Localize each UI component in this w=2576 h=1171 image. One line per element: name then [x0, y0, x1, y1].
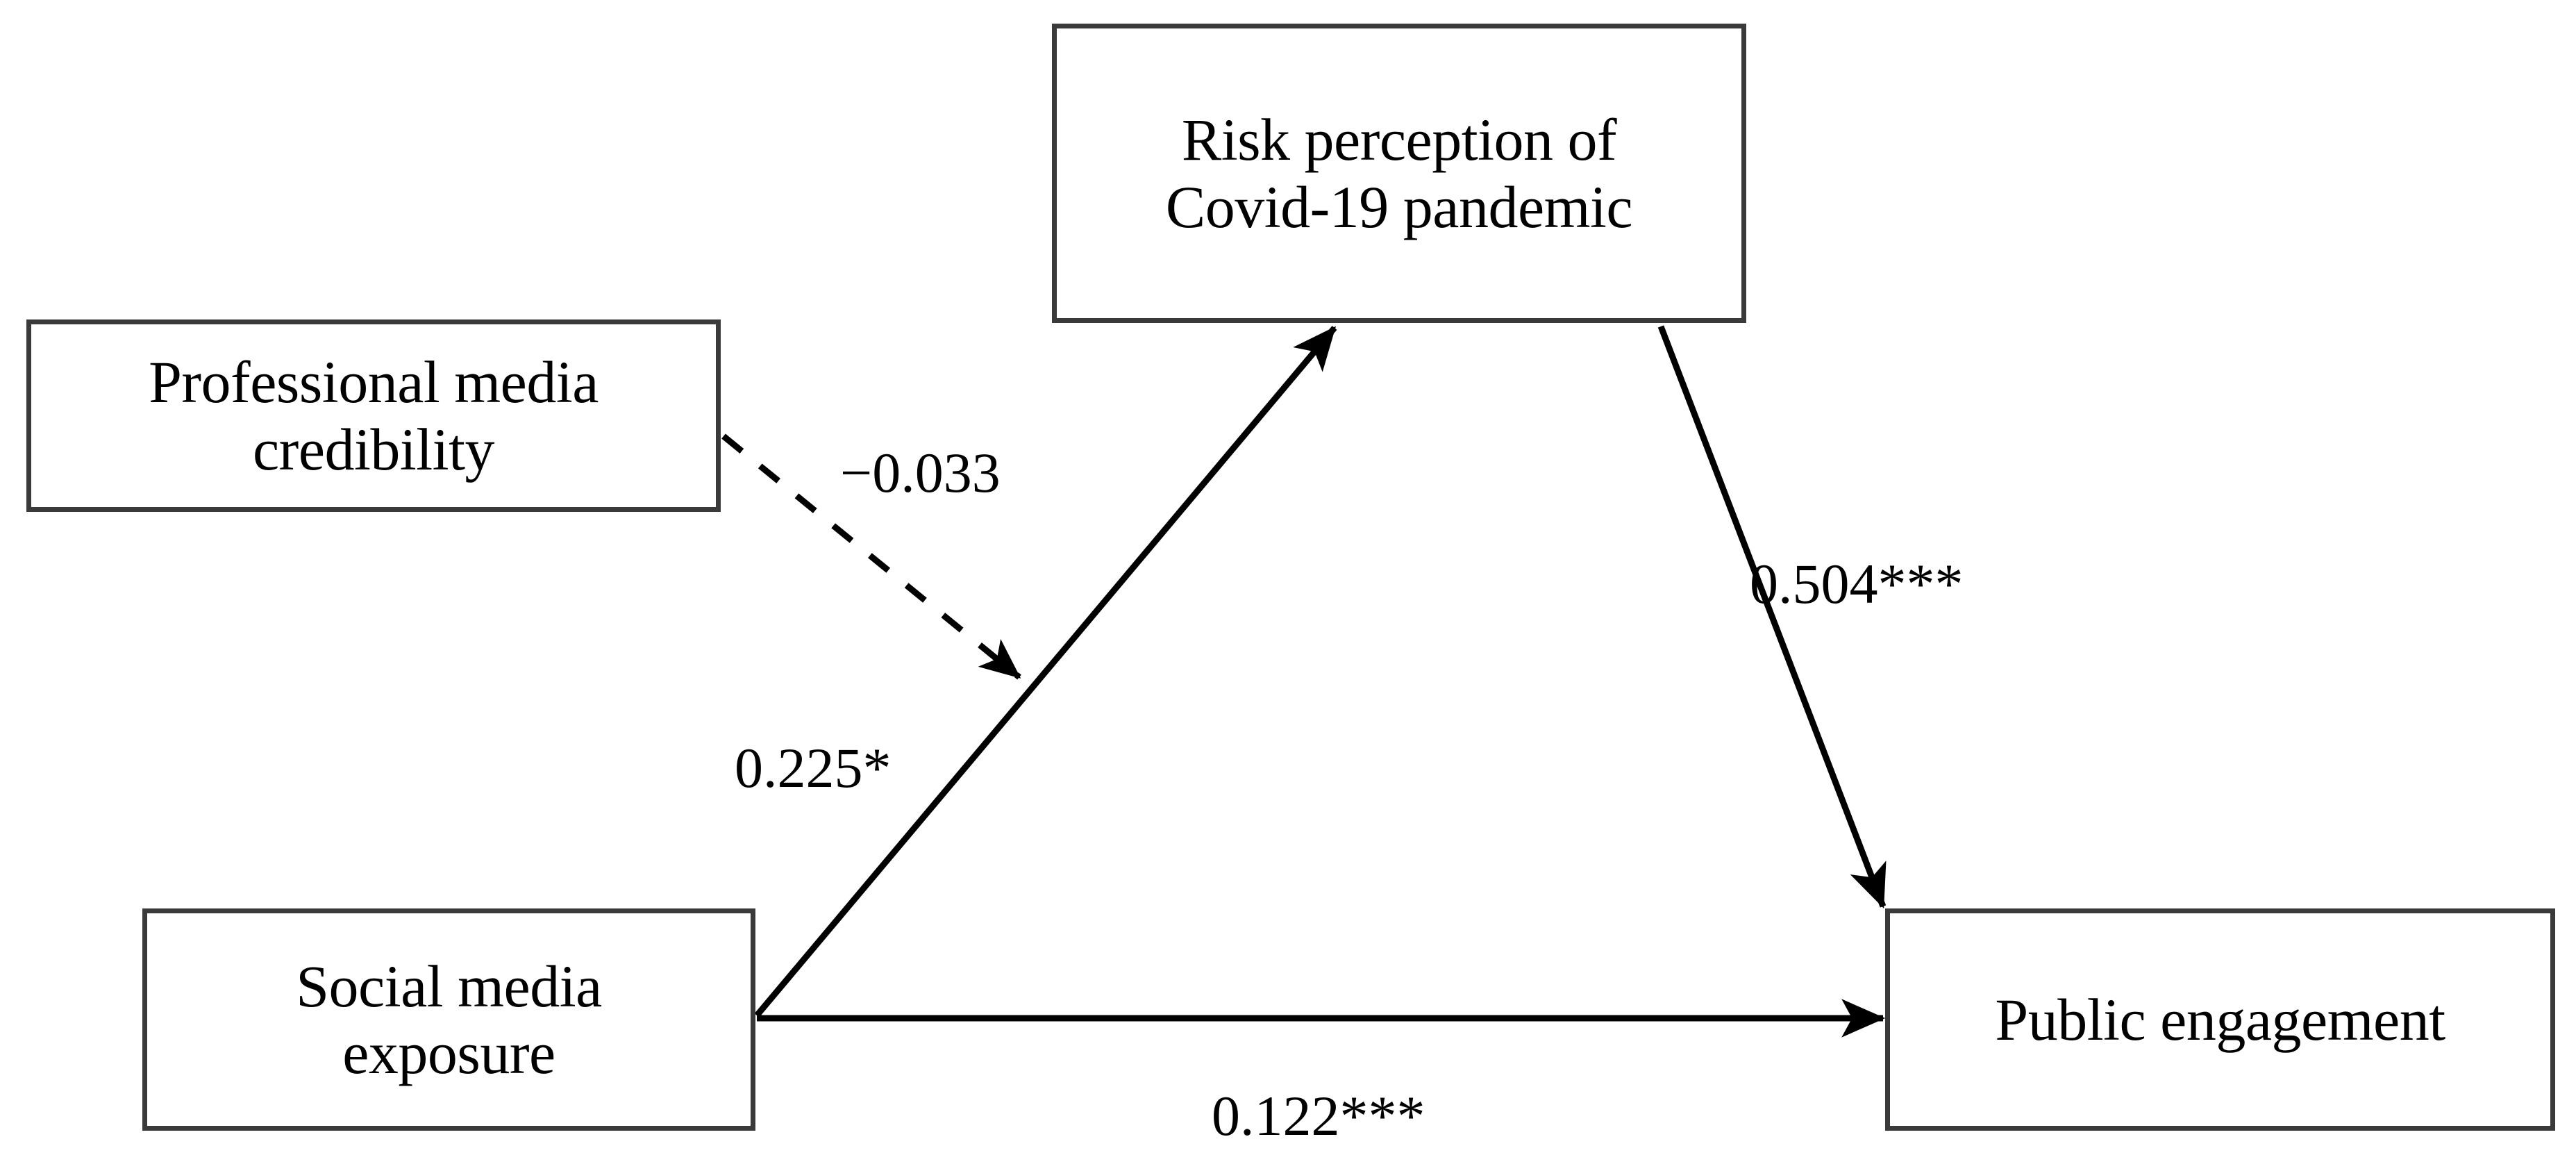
node-label-risk-perception: Risk perception of Covid-19 pandemic: [1165, 106, 1633, 240]
node-risk-perception[interactable]: Risk perception of Covid-19 pandemic: [1052, 24, 1746, 323]
node-social-media-exposure[interactable]: Social media exposure: [142, 908, 755, 1131]
node-label-professional-media-credibility: Professional media credibility: [149, 349, 599, 483]
node-public-engagement[interactable]: Public engagement: [1885, 908, 2555, 1131]
node-label-public-engagement: Public engagement: [1995, 986, 2445, 1053]
edge-coefficient-professional-media-to-risk-path: −0.033: [840, 441, 1001, 504]
edge-risk-perception-to-public-engagement: [1657, 325, 1887, 908]
edge-coefficient-risk-perception-to-public-engagement: 0.504***: [1750, 552, 1964, 615]
edge-social-media-to-risk-perception: [754, 326, 1337, 1018]
node-professional-media-credibility[interactable]: Professional media credibility: [26, 319, 721, 512]
node-label-social-media-exposure: Social media exposure: [296, 952, 602, 1086]
edge-coefficient-social-media-to-risk-perception: 0.225*: [735, 736, 892, 799]
edge-coefficient-social-media-to-public-engagement: 0.122***: [1212, 1084, 1425, 1147]
